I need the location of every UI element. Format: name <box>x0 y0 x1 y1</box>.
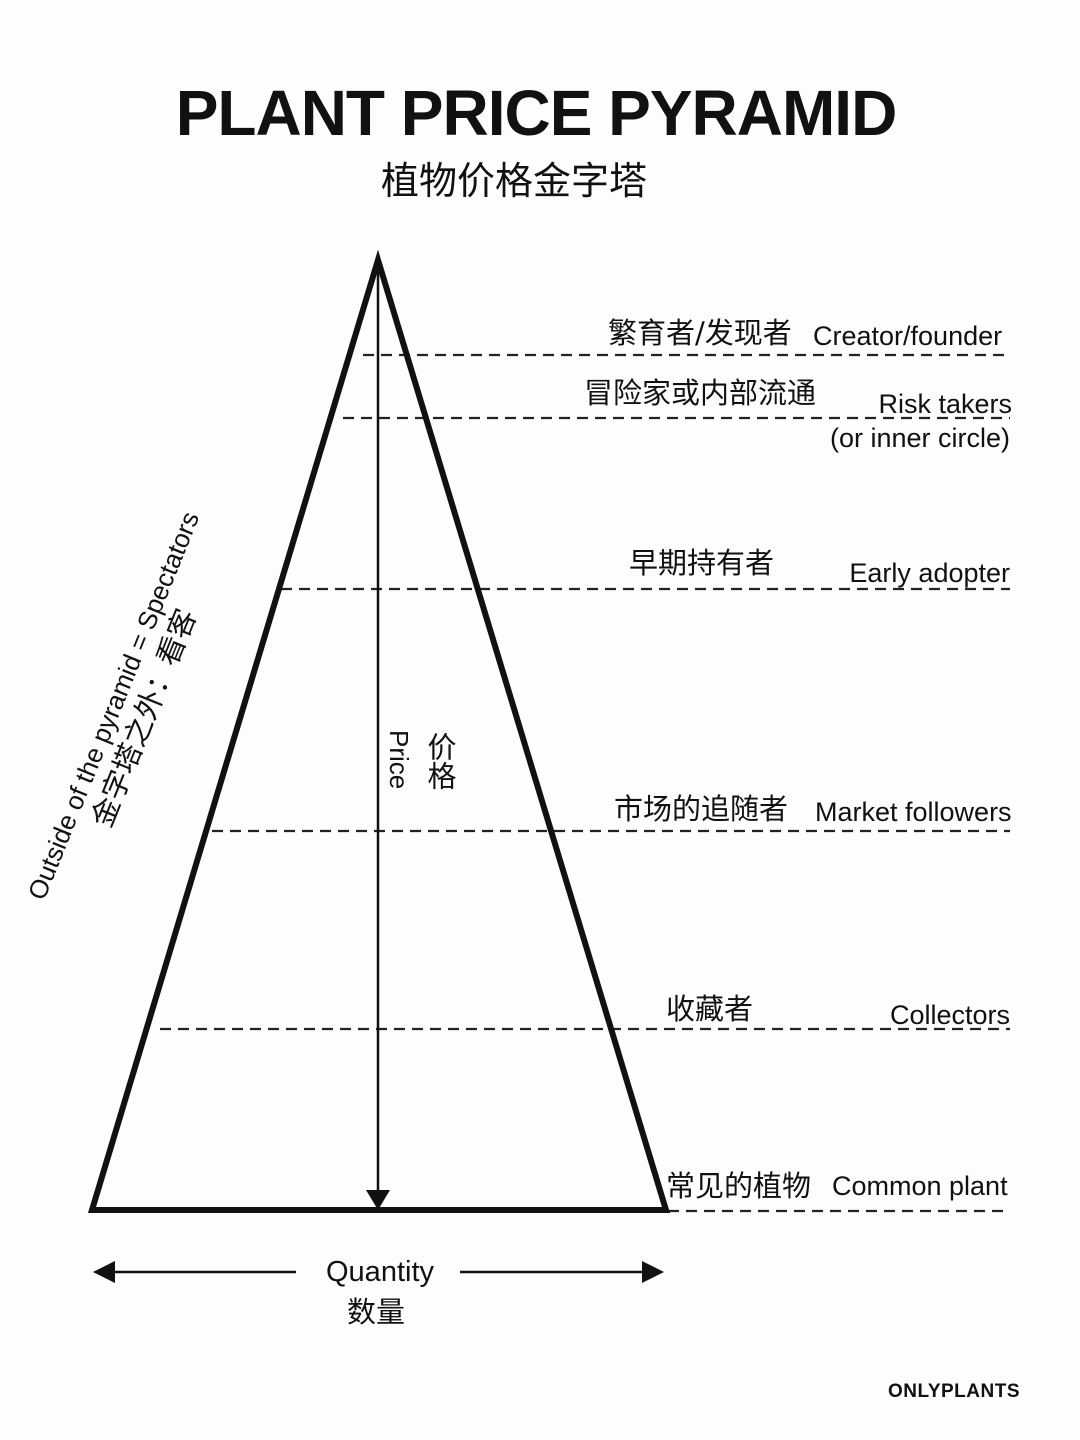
tier-creator-cn: 繁育者/发现者 <box>608 316 792 350</box>
tier-collectors-cn: 收藏者 <box>666 992 754 1026</box>
tier-creator-en: Creator/founder <box>813 321 1003 351</box>
price-label-en: Price <box>384 730 414 790</box>
tier-common-en: Common plant <box>832 1171 1008 1201</box>
tier-risk-en-line2: (or inner circle) <box>829 423 1010 453</box>
tier-market-cn: 市场的追随者 <box>614 792 789 826</box>
tier-common-cn: 常见的植物 <box>666 1169 812 1203</box>
tier-early-en: Early adopter <box>849 558 1010 588</box>
page-subtitle: 植物价格金字塔 <box>380 159 647 203</box>
tier-risk-cn: 冒险家或内部流通 <box>584 376 817 410</box>
tier-market-en: Market followers <box>815 797 1012 827</box>
tier-collectors-en: Collectors <box>889 1000 1010 1030</box>
brand-logo: ONLYPLANTS <box>887 1381 1020 1402</box>
quantity-arrowhead-right <box>642 1261 664 1283</box>
page-title: PLANT PRICE PYRAMID <box>175 77 898 149</box>
tier-dividers <box>160 353 1010 1213</box>
quantity-label-cn: 数量 <box>346 1295 405 1329</box>
pyramid-triangle <box>87 249 671 1213</box>
tier-risk-en-line1: Risk takers <box>878 389 1012 419</box>
quantity-label-en: Quantity <box>326 1256 434 1288</box>
price-label-cn: 价格 <box>423 732 457 790</box>
tier-early-cn: 早期持有者 <box>629 546 775 580</box>
price-arrowhead <box>366 1190 390 1210</box>
quantity-arrowhead-left <box>93 1261 115 1283</box>
